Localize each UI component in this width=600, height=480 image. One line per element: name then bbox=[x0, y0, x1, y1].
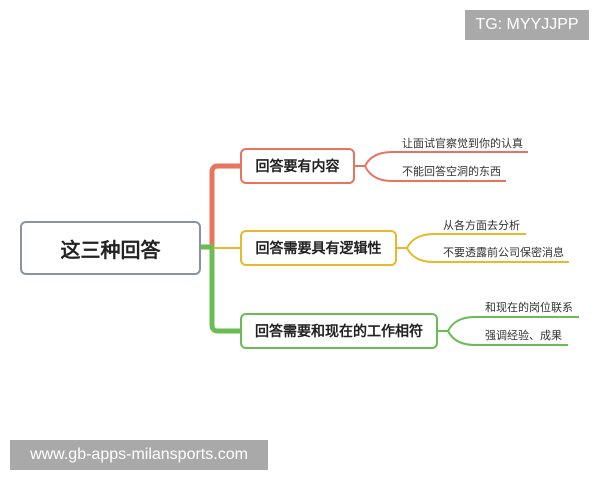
leaf-node[interactable]: 从各方面去分析 bbox=[443, 219, 520, 232]
leaf-node[interactable]: 让面试官察觉到你的认真 bbox=[402, 137, 523, 150]
branch-node-logic[interactable]: 回答需要具有逻辑性 bbox=[240, 230, 397, 266]
branch-node-job-match[interactable]: 回答需要和现在的工作相符 bbox=[240, 313, 438, 349]
watermark-bottom: www.gb-apps-milansports.com bbox=[10, 440, 268, 470]
root-node[interactable]: 这三种回答 bbox=[20, 221, 201, 275]
watermark-top: TG: MYYJJPP bbox=[465, 10, 589, 40]
leaf-node[interactable]: 强调经验、成果 bbox=[485, 329, 562, 342]
leaf-node[interactable]: 和现在的岗位联系 bbox=[485, 301, 573, 314]
leaf-node[interactable]: 不能回答空洞的东西 bbox=[402, 165, 501, 178]
leaf-node[interactable]: 不要透露前公司保密消息 bbox=[443, 246, 564, 259]
branch-node-content[interactable]: 回答要有内容 bbox=[240, 148, 355, 184]
